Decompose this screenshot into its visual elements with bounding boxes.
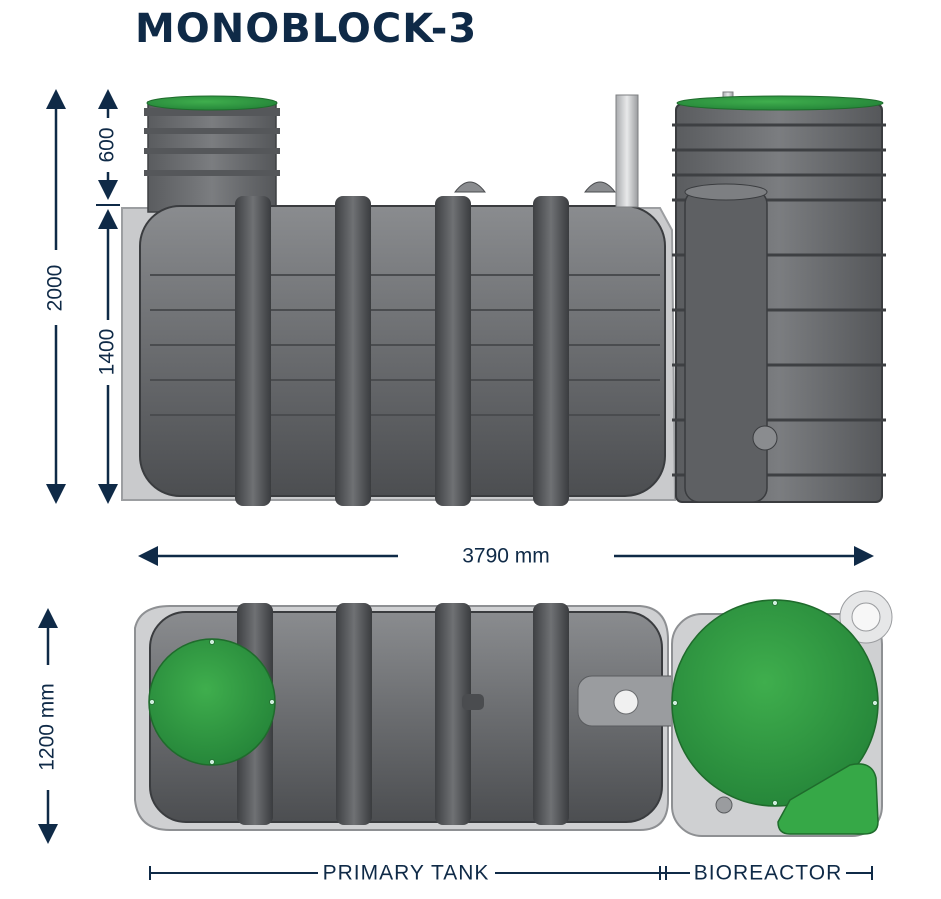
primary-riser (144, 95, 280, 213)
page-title: MONOBLOCK-3 (135, 6, 478, 52)
label-width: 1200 mm (36, 683, 59, 771)
label-bioreactor: BIOREACTOR (694, 862, 842, 885)
tank-ribs (235, 196, 569, 506)
bioreactor-body (672, 95, 886, 503)
bioreactor-lid (671, 599, 879, 807)
control-unit-icon (777, 763, 879, 835)
side-view (121, 91, 886, 506)
top-view (134, 590, 893, 837)
label-total-height: 2000 (44, 265, 67, 312)
dimension-lines (38, 89, 874, 880)
label-riser-height: 600 (96, 127, 119, 162)
label-primary-tank: PRIMARY TANK (323, 862, 490, 885)
label-total-length: 3790 mm (462, 545, 550, 568)
primary-lid (148, 638, 276, 766)
label-tank-height: 1400 (96, 329, 119, 376)
